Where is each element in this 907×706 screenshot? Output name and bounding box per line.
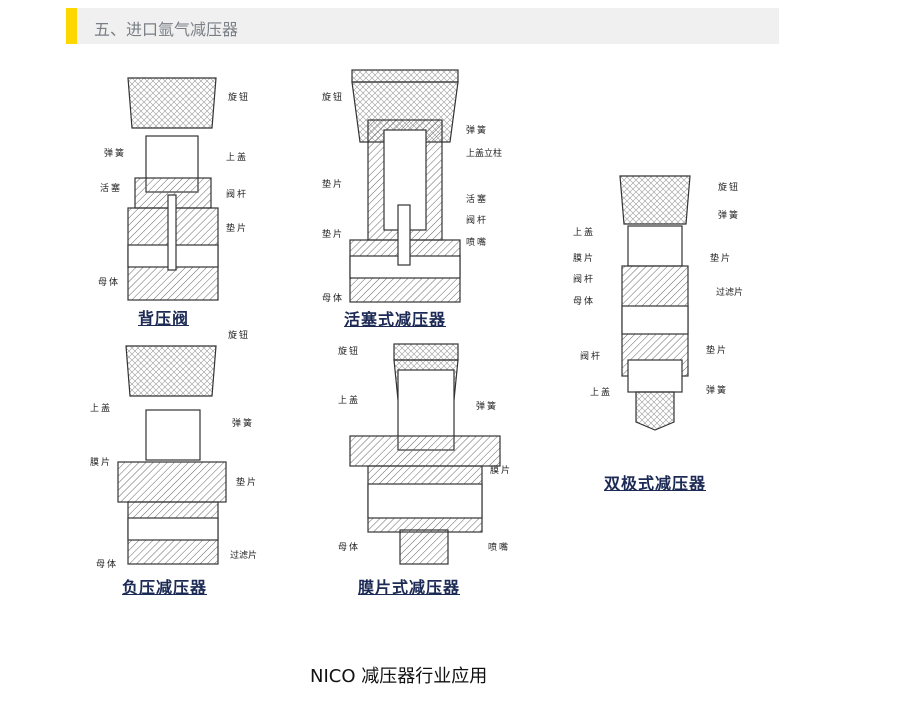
label-nozzle: 喷嘴 [488, 543, 511, 553]
label-knob: 旋钮 [718, 183, 741, 193]
label-nozzle: 喷嘴 [466, 238, 489, 248]
label-cap: 上盖 [226, 153, 249, 163]
label-body: 母体 [98, 278, 121, 288]
diagram-title: 活塞式减压器 [344, 310, 447, 329]
label-filter: 过滤片 [230, 551, 258, 561]
back-pressure-valve-drawing [127, 77, 219, 301]
label-body: 母体 [96, 560, 119, 570]
label-cap: 上盖 [573, 228, 596, 238]
label-stem: 阀杆 [580, 352, 603, 362]
label-spring: 弹簧 [232, 419, 255, 429]
dual-stage-regulator-drawing [619, 175, 691, 431]
label-spring: 弹簧 [718, 211, 741, 221]
negative-pressure-regulator-drawing [117, 345, 227, 565]
label-cap-post: 上盖立柱 [466, 149, 503, 159]
diagram-title: 双极式减压器 [604, 474, 707, 493]
label-knob: 旋钮 [228, 93, 251, 103]
label-gasket: 垫片 [236, 478, 259, 488]
piston-regulator-drawing [349, 69, 461, 303]
label-cap: 上盖 [590, 388, 613, 398]
label-diaphragm: 膜片 [573, 254, 596, 264]
label-spring: 弹簧 [466, 126, 489, 136]
diagram-title: 负压减压器 [122, 578, 208, 597]
label-stem: 阀杆 [466, 216, 489, 226]
label-spring: 弹簧 [706, 386, 729, 396]
caption: NICO 减压器行业应用 [310, 666, 488, 687]
label-filter: 过滤片 [716, 288, 744, 298]
label-body: 母体 [322, 294, 345, 304]
label-knob: 旋钮 [322, 93, 345, 103]
label-diaphragm: 膜片 [490, 466, 513, 476]
label-knob: 旋钮 [228, 331, 251, 341]
label-piston: 活塞 [466, 195, 489, 205]
label-diaphragm: 膜片 [90, 458, 113, 468]
diaphragm-regulator-drawing [349, 343, 501, 565]
diagram-title: 背压阀 [138, 309, 190, 328]
label-cap: 上盖 [90, 404, 113, 414]
label-spring: 弹簧 [476, 402, 499, 412]
label-gasket: 垫片 [710, 254, 733, 264]
label-gasket: 垫片 [322, 180, 345, 190]
label-knob: 旋钮 [338, 347, 361, 357]
label-stem: 阀杆 [573, 275, 596, 285]
section-header: 五、进口氩气减压器 [66, 8, 779, 44]
label-piston: 活塞 [100, 184, 123, 194]
diagram-title: 膜片式减压器 [358, 578, 461, 597]
section-title: 五、进口氩气减压器 [94, 20, 239, 39]
label-gasket: 垫片 [226, 224, 249, 234]
label-body: 母体 [338, 543, 361, 553]
label-body: 母体 [573, 297, 596, 307]
label-cap: 上盖 [338, 396, 361, 406]
label-stem: 阀杆 [226, 190, 249, 200]
label-spring: 弹簧 [104, 149, 127, 159]
accent-bar [66, 8, 77, 44]
label-gasket: 垫片 [322, 230, 345, 240]
label-gasket: 垫片 [706, 346, 729, 356]
